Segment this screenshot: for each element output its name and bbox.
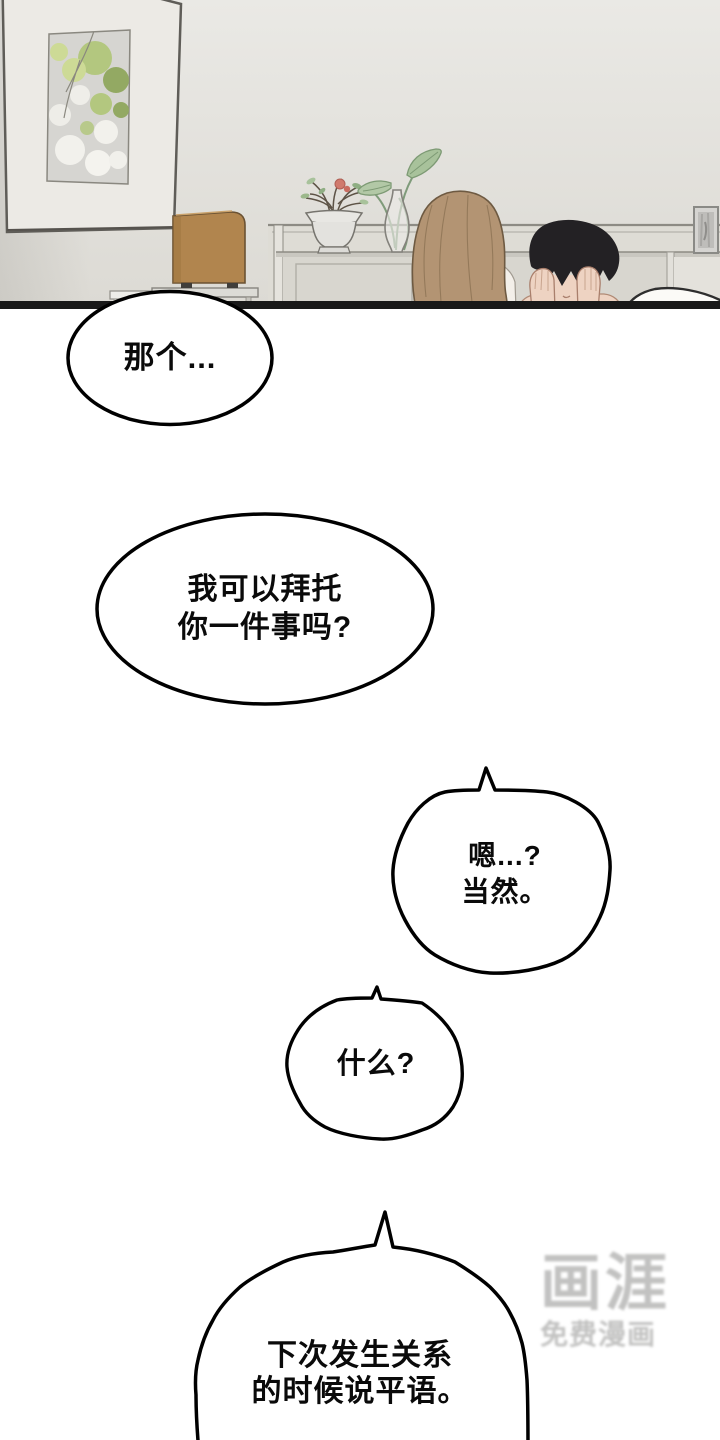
potted-plant [300, 177, 369, 254]
speaker-box [172, 210, 246, 288]
speech-bubble-3: 嗯...? 当然。 [388, 764, 616, 978]
watermark-logo: 画涯 [540, 1249, 671, 1318]
long-hair-person [411, 190, 517, 309]
bubble-4-line: 什么? [336, 1048, 416, 1080]
bubble-2-line: 我可以拜托 [187, 573, 343, 606]
speech-bubble-4: 什么? [283, 983, 469, 1145]
bubble-5-line: 下次发生关系 [267, 1339, 453, 1372]
bubble-5-line: 的时候说平语。 [251, 1375, 469, 1408]
watermark-tagline: 免费漫画 [540, 1319, 657, 1350]
small-picture-frame [693, 206, 719, 254]
vase-plant [357, 148, 442, 253]
speech-bubble-1: 那个... [64, 287, 276, 429]
watermark: 画涯 免费漫画 [540, 1252, 670, 1350]
bubble-3-line: 当然。 [461, 876, 549, 907]
bubble-3-line: 嗯...? [468, 840, 542, 871]
panel-illustration [0, 0, 720, 309]
bubble-2-line: 你一件事吗? [177, 611, 353, 644]
speech-bubble-5: 下次发生关系 的时候说平语。 [190, 1208, 530, 1440]
bubble-1-line: 那个... [123, 340, 217, 375]
speech-bubble-2: 我可以拜托 你一件事吗? [91, 509, 439, 709]
panel-border [0, 301, 720, 309]
framed-picture [1, 0, 183, 234]
